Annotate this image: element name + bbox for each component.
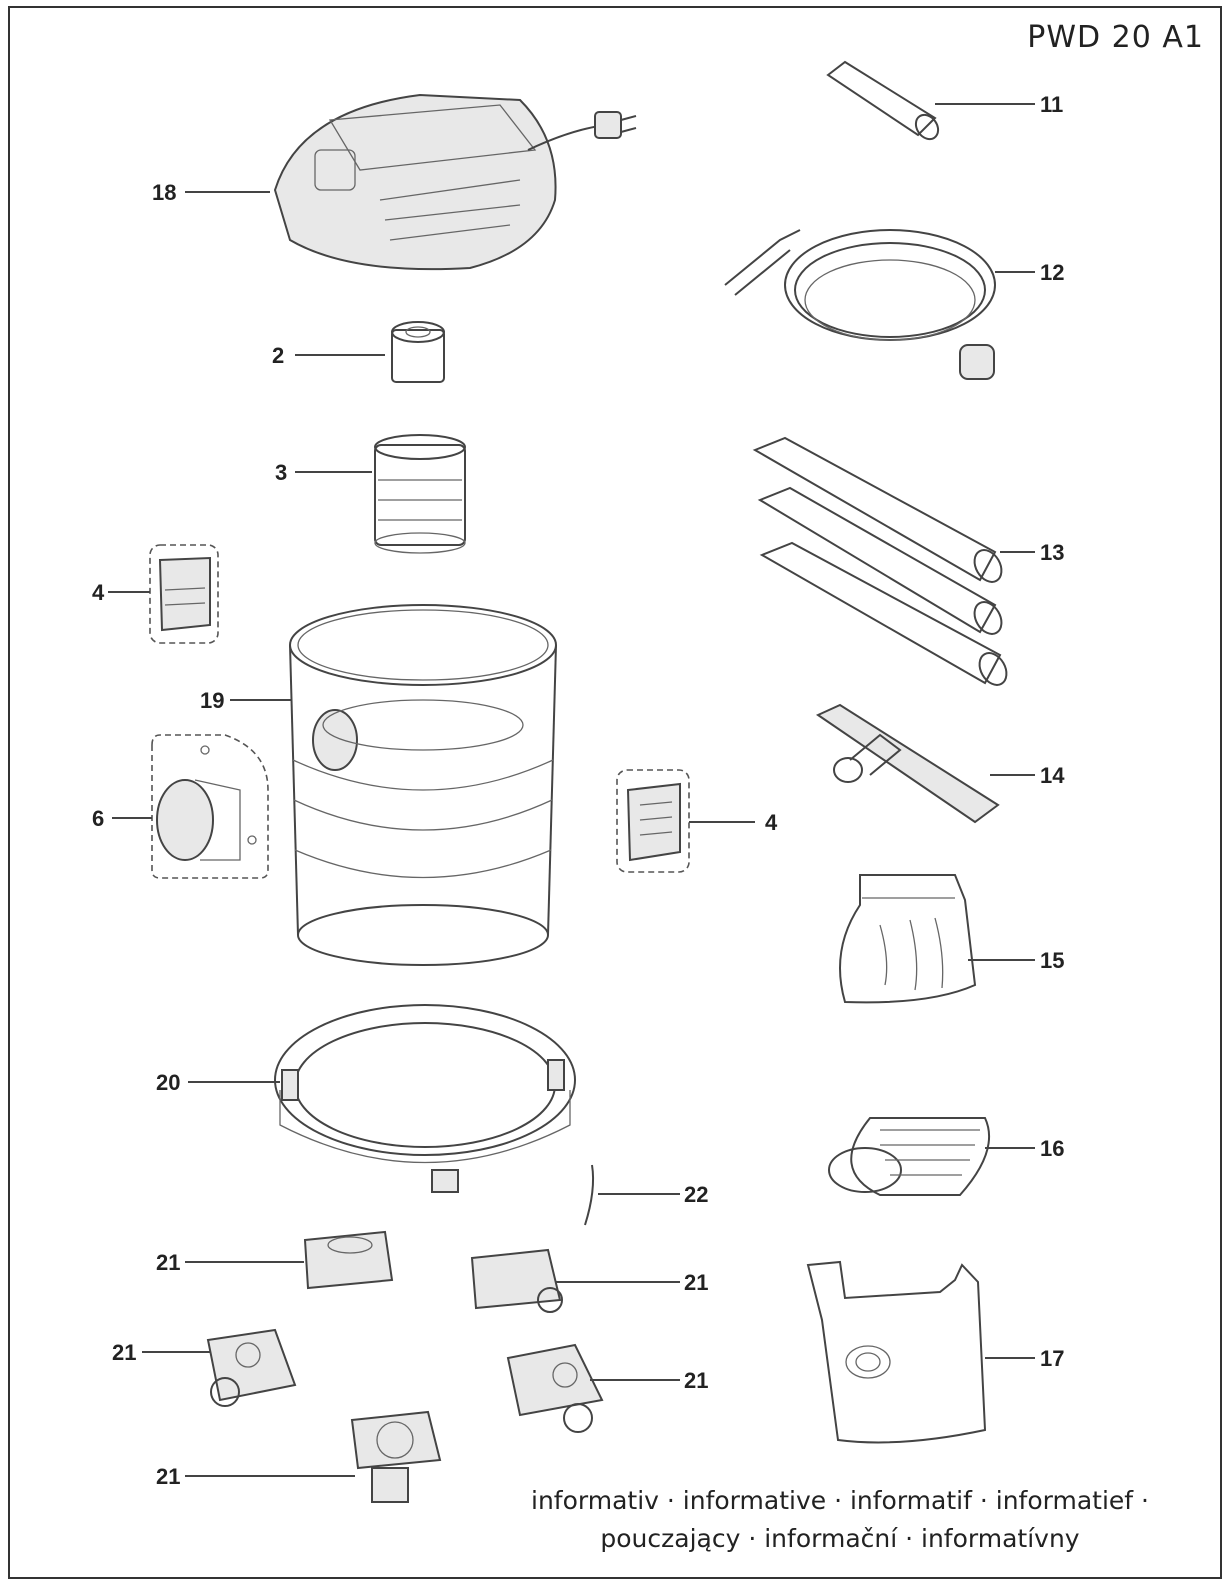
part-18-motor-head (273, 93, 637, 271)
callout-22: 22 (684, 1182, 708, 1207)
callout-11: 11 (1040, 92, 1063, 117)
callout-4-left: 4 (92, 580, 105, 605)
callout-2: 2 (272, 343, 284, 368)
part-14-floor-nozzle (815, 703, 1000, 824)
part-21-castor-a (303, 1230, 394, 1290)
part-2-foam-filter (391, 321, 445, 383)
callout-6: 6 (92, 806, 104, 831)
footer-line-1: informativ · informative · informatif · … (531, 1486, 1149, 1515)
callout-3: 3 (275, 460, 287, 485)
callout-14: 14 (1040, 763, 1065, 788)
part-4-left-clip (149, 544, 219, 644)
part-21-castor-c (206, 1328, 297, 1407)
part-15-cloth-filter (839, 874, 977, 1004)
part-11-tube-adapter (826, 60, 940, 141)
callout-19: 19 (200, 688, 224, 713)
callout-20: 20 (156, 1070, 180, 1095)
model-title: PWD 20 A1 (1027, 20, 1204, 55)
part-3-filter-basket (374, 434, 466, 554)
part-21-castor-b (470, 1248, 563, 1313)
part-12-hose (724, 229, 996, 380)
callout-16: 16 (1040, 1136, 1064, 1161)
callout-13: 13 (1040, 540, 1064, 565)
callout-21-b: 21 (684, 1270, 708, 1295)
callout-21-a: 21 (156, 1250, 180, 1275)
part-19-container (289, 604, 557, 966)
part-13-extension-tubes (752, 436, 1008, 686)
diagram-frame (8, 6, 1222, 1579)
callout-12: 12 (1040, 260, 1064, 285)
part-22-pin (584, 1164, 595, 1226)
part-21-castor-d (506, 1343, 604, 1433)
callout-17: 17 (1040, 1346, 1064, 1371)
callout-21-c: 21 (112, 1340, 136, 1365)
part-6-socket (151, 734, 269, 879)
callout-4-right: 4 (765, 810, 778, 835)
callout-15: 15 (1040, 948, 1064, 973)
part-21-castor-e (350, 1410, 442, 1503)
part-4-right-clip (616, 769, 690, 873)
part-20-chassis-ring (274, 1004, 576, 1193)
part-16-protective-filter (828, 1117, 991, 1196)
callout-21-d: 21 (684, 1368, 708, 1393)
callout-21-e: 21 (156, 1464, 180, 1489)
callout-18: 18 (152, 180, 176, 205)
footer-line-2: pouczający · informační · informatívny (600, 1524, 1080, 1553)
part-17-dust-bag (806, 1260, 987, 1444)
